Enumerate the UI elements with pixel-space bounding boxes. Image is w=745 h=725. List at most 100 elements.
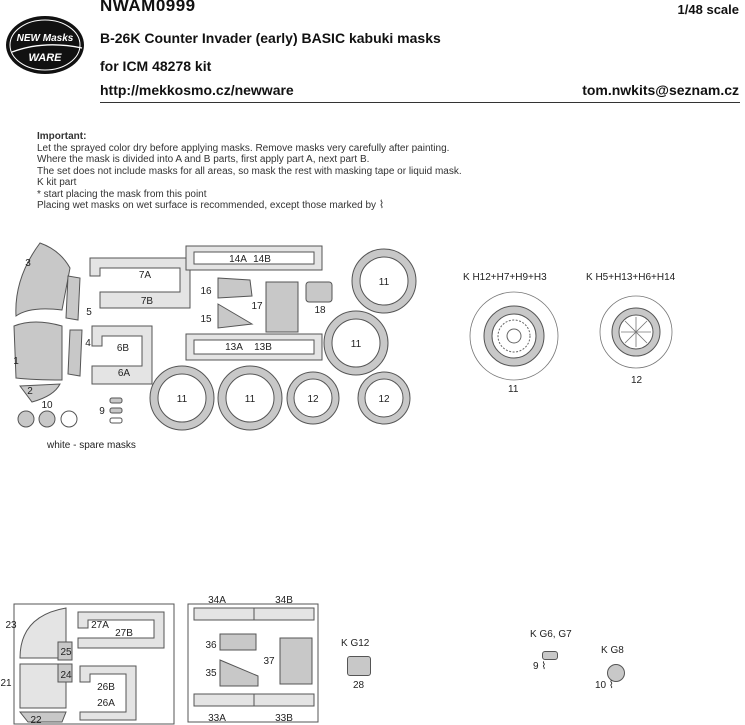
wet-mark-icon: ⌇ <box>541 661 547 672</box>
part-label: 14A <box>229 254 247 265</box>
kit-reference: for ICM 48278 kit <box>100 58 212 74</box>
mask-28-label: 28 <box>353 680 365 691</box>
part-label: 27A <box>91 620 109 631</box>
mask-3 <box>15 242 71 317</box>
mask-35 <box>219 659 259 687</box>
mask-23 <box>19 607 67 659</box>
mask-25 <box>57 641 73 661</box>
part-label: 1 <box>13 356 19 367</box>
mask-9 <box>109 407 123 414</box>
part-label: 37 <box>263 656 275 667</box>
part-label: 6A <box>118 368 131 379</box>
nose-wheel-parts: K H5+H13+H6+H14 <box>586 272 676 283</box>
part-label: 9 <box>99 406 105 417</box>
instructions-block: Important: Let the sprayed color dry bef… <box>37 131 462 212</box>
part-label: 18 <box>314 305 326 316</box>
wheel-mask-label: 11 <box>379 277 390 288</box>
mask-6 <box>91 325 153 385</box>
part-label: 4 <box>85 338 91 349</box>
contact-email: tom.nwkits@seznam.cz <box>582 82 739 98</box>
part-label: 16 <box>200 286 212 297</box>
nose-wheel-mask-number: 12 <box>631 375 643 386</box>
wet-mark-icon: ⌇ <box>608 680 614 691</box>
wheel-mask-label: 11 <box>351 339 362 350</box>
part-label: 7B <box>141 296 154 307</box>
mask-7 <box>89 257 191 309</box>
mask-18 <box>305 281 333 303</box>
mask-4 <box>67 329 83 377</box>
instruction-line: The set does not include masks for all a… <box>37 165 462 177</box>
mask-37 <box>279 637 313 685</box>
part-label: 23 <box>5 620 17 631</box>
part-label: 27B <box>115 628 133 639</box>
main-wheel-parts: K H12+H7+H9+H3 <box>463 272 547 283</box>
part-label: 6B <box>117 343 130 354</box>
website-url: http://mekkosmo.cz/newware <box>100 82 294 98</box>
mask-9-small-label: 9 ⌇ <box>533 661 547 672</box>
product-title: B-26K Counter Invader (early) BASIC kabu… <box>100 30 441 46</box>
mask-27 <box>77 611 165 649</box>
instruction-line: Where the mask is divided into A and B p… <box>37 154 370 165</box>
part-label: 15 <box>200 314 212 325</box>
kg6-parts: K G6, G7 <box>530 629 572 640</box>
bottom-left-sheet: 23 21 22 27A 27B 25 24 26B 26A <box>0 603 175 725</box>
part-label: 10 <box>41 400 53 411</box>
mask-28 <box>347 656 371 676</box>
part-label: 2 <box>27 386 33 397</box>
mask-22 <box>18 711 67 723</box>
nose-wheel-diagram <box>599 295 673 369</box>
part-label: 21 <box>0 678 12 689</box>
part-label: 5 <box>86 307 92 318</box>
instruction-line: Let the sprayed color dry before applyin… <box>37 142 450 154</box>
instruction-line: Placing wet masks on wet surface is reco… <box>37 199 385 211</box>
part-label: 26B <box>97 682 115 693</box>
mask-24 <box>57 663 73 683</box>
part-label: 22 <box>30 715 42 725</box>
part-label: 25 <box>60 647 72 658</box>
mask-5 <box>65 275 81 321</box>
instruction-line: K kit part <box>37 177 77 188</box>
svg-text:WARE: WARE <box>29 52 63 64</box>
kg12-parts: K G12 <box>341 638 370 649</box>
mask-10-small-label: 10 ⌇ <box>595 680 614 691</box>
mask-16 <box>217 277 253 299</box>
part-label: 24 <box>60 670 72 681</box>
instructions-heading: Important: <box>37 131 87 142</box>
spare-circle <box>17 410 35 428</box>
spare-circle-white <box>60 410 78 428</box>
mask-21 <box>19 663 67 709</box>
part-label: 34A <box>208 595 226 606</box>
spare-circle <box>38 410 56 428</box>
part-label: 7A <box>139 270 152 281</box>
bottom-right-sheet: 34A 34B 36 35 37 33A 33B <box>187 595 319 724</box>
main-wheel-mask-number: 11 <box>508 384 519 395</box>
brand-logo: NEW Masks WARE <box>4 14 86 76</box>
mask-17 <box>265 281 299 333</box>
main-wheel-diagram <box>469 291 559 381</box>
part-label: 17 <box>251 301 263 312</box>
instruction-line: * start placing the mask from this point <box>37 188 207 200</box>
part-label: 33A <box>208 713 226 724</box>
mask-26 <box>79 665 137 721</box>
part-label: 34B <box>275 595 293 606</box>
part-label: 33B <box>275 713 293 724</box>
wet-mark-icon: ⌇ <box>378 199 385 211</box>
mask-9 <box>109 397 123 404</box>
wheel-mask-label: 11 <box>245 394 256 405</box>
mask-9-small <box>542 651 558 660</box>
svg-text:NEW Masks: NEW Masks <box>17 33 74 44</box>
part-label: 13B <box>254 342 272 353</box>
product-code: NWAM0999 <box>100 0 196 15</box>
mask-15 <box>217 303 254 329</box>
wheel-mask-label: 11 <box>177 394 188 405</box>
scale-label: 1/48 scale <box>677 2 739 17</box>
mask-2 <box>19 383 61 403</box>
mask-1 <box>13 321 63 381</box>
part-label: 13A <box>225 342 243 353</box>
canopy-mask-sheet: 3 5 4 1 2 7A 7B 6B 6A 14A 14B 16 15 17 1… <box>13 242 417 431</box>
part-label: 35 <box>205 668 217 679</box>
part-label: 36 <box>205 640 217 651</box>
mask-10-small <box>607 664 625 682</box>
part-label: 26A <box>97 698 115 709</box>
kg8-parts: K G8 <box>601 645 624 656</box>
